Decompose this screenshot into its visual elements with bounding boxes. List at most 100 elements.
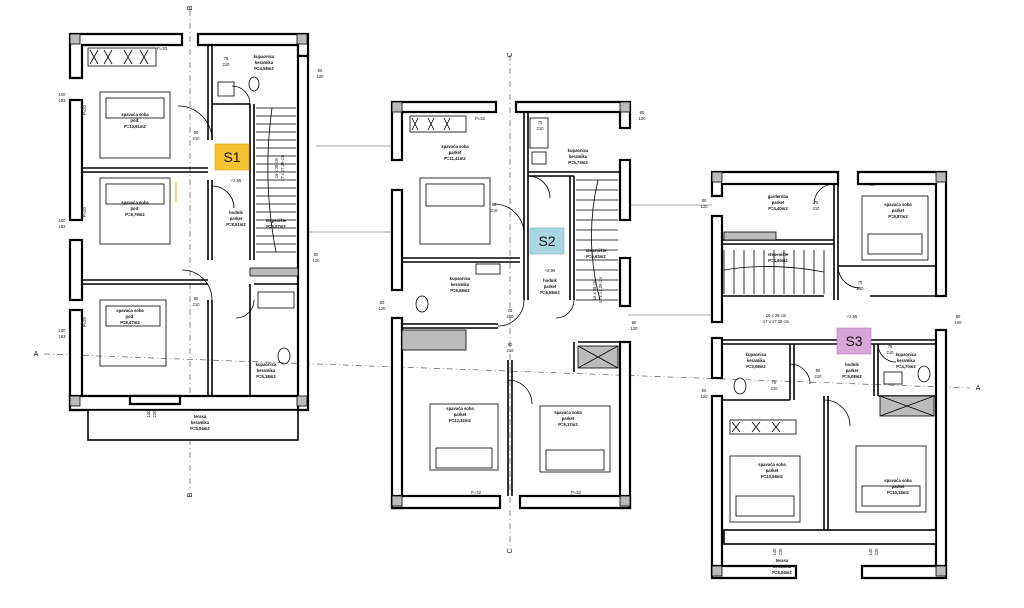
svg-text:P=6,58m2: P=6,58m2 bbox=[540, 290, 560, 295]
room-label-s2-bed3: spavaća soba parket P=9,17m2 bbox=[554, 410, 582, 427]
svg-text:P=5,04m2: P=5,04m2 bbox=[190, 426, 210, 431]
room-label-s1-bath2: kupaonica keramika P=5,18m2 bbox=[256, 362, 277, 379]
svg-text:P=32: P=32 bbox=[471, 490, 482, 495]
svg-text:80: 80 bbox=[702, 388, 707, 393]
svg-text:kupaonica: kupaonica bbox=[254, 54, 275, 59]
svg-text:193: 193 bbox=[59, 334, 67, 339]
svg-text:16 x 28 cm: 16 x 28 cm bbox=[766, 313, 787, 318]
svg-text:spavaća soba: spavaća soba bbox=[884, 202, 912, 207]
svg-text:spavaća soba: spavaća soba bbox=[554, 410, 582, 415]
unit-tag-s3-label: S3 bbox=[845, 333, 862, 349]
svg-text:keramika: keramika bbox=[773, 564, 792, 569]
svg-text:P=8,51m2: P=8,51m2 bbox=[226, 222, 246, 227]
room-label-s1-bath1: kupaonica keramika P=4,58m2 bbox=[254, 54, 275, 71]
svg-text:100: 100 bbox=[59, 92, 67, 97]
svg-text:P=9,87m2: P=9,87m2 bbox=[888, 214, 908, 219]
svg-text:terasa: terasa bbox=[194, 414, 207, 419]
room-label-s1-terrace: terasa keramika P=5,04m2 bbox=[190, 414, 210, 431]
svg-text:garderoba: garderoba bbox=[768, 194, 789, 199]
axis-label-c-bottom: C bbox=[507, 548, 514, 553]
svg-text:kupaonica: kupaonica bbox=[746, 352, 767, 357]
svg-text:210: 210 bbox=[857, 286, 865, 291]
svg-text:parket: parket bbox=[562, 416, 575, 421]
svg-text:P=9,17m2: P=9,17m2 bbox=[558, 422, 578, 427]
svg-text:210: 210 bbox=[491, 208, 499, 213]
room-label-s3-bed3: spavaća soba parket P=10,18m2 bbox=[884, 478, 912, 495]
room-label-s1-bed3: spavaća soba pod: P=8,47m2 bbox=[116, 308, 144, 325]
svg-text:P=6,63m2: P=6,63m2 bbox=[586, 254, 606, 259]
svg-text:spavaća soba: spavaća soba bbox=[441, 144, 469, 149]
axis-label-a-right: A bbox=[976, 385, 981, 392]
svg-text:keramika: keramika bbox=[191, 420, 210, 425]
svg-text:spavaća soba: spavaća soba bbox=[446, 406, 474, 411]
svg-text:parket: parket bbox=[766, 468, 779, 473]
unit-tag-s1-label: S1 bbox=[223, 149, 240, 165]
svg-text:210: 210 bbox=[815, 374, 823, 379]
stair-note-s1: 16 x 28 cm 17 x 17,35 cm bbox=[274, 154, 285, 181]
room-label-s1-hall: hodnik parket P=8,51m2 bbox=[226, 210, 246, 227]
svg-text:P=4,58m2: P=4,58m2 bbox=[254, 66, 274, 71]
svg-text:kupaonica: kupaonica bbox=[568, 148, 589, 153]
room-label-s2-bed1: spavaća soba parket P=11,41m2 bbox=[441, 144, 469, 161]
room-label-s2-hall: hodnik parket P=6,58m2 bbox=[540, 278, 560, 295]
svg-text:P=10,58m2: P=10,58m2 bbox=[761, 474, 783, 479]
room-label-s2-bath1: kupaonica keramika P=5,73m2 bbox=[568, 148, 589, 165]
level-mark-s3: +2,95 bbox=[847, 314, 858, 319]
svg-text:pod:: pod: bbox=[130, 206, 139, 211]
svg-text:spavaća soba: spavaća soba bbox=[884, 478, 912, 483]
axis-label-b-bottom: B bbox=[187, 492, 194, 497]
svg-text:P=20: P=20 bbox=[82, 104, 87, 115]
axis-label-a-left: A bbox=[34, 351, 39, 358]
svg-text:140: 140 bbox=[772, 548, 777, 556]
svg-text:90: 90 bbox=[194, 296, 199, 301]
unit-tag-s3: S3 bbox=[836, 327, 872, 355]
svg-text:16 x 28 cm: 16 x 28 cm bbox=[592, 279, 597, 300]
svg-text:75: 75 bbox=[508, 308, 513, 313]
svg-text:P=4,70m2: P=4,70m2 bbox=[896, 364, 916, 369]
svg-text:kupaonica: kupaonica bbox=[256, 362, 277, 367]
svg-text:P=6,08m2: P=6,08m2 bbox=[842, 374, 862, 379]
unit-s3-plan bbox=[710, 170, 948, 580]
svg-text:pod:: pod: bbox=[130, 118, 139, 123]
svg-text:P=30: P=30 bbox=[157, 46, 168, 51]
svg-text:hodnik: hodnik bbox=[845, 362, 859, 367]
svg-text:P=12,32m2: P=12,32m2 bbox=[449, 418, 471, 423]
unit-tag-s1: S1 bbox=[214, 143, 250, 171]
svg-text:90: 90 bbox=[194, 130, 199, 135]
svg-text:P=32: P=32 bbox=[475, 116, 486, 121]
svg-text:80: 80 bbox=[632, 320, 637, 325]
svg-text:120: 120 bbox=[701, 394, 709, 399]
svg-text:75: 75 bbox=[224, 56, 229, 61]
svg-text:17 x 17,35 cm: 17 x 17,35 cm bbox=[280, 154, 285, 181]
svg-text:terasa: terasa bbox=[776, 558, 789, 563]
svg-text:P=20: P=20 bbox=[82, 206, 87, 217]
svg-text:P=6,08m2: P=6,08m2 bbox=[450, 288, 470, 293]
svg-text:120: 120 bbox=[379, 306, 387, 311]
svg-text:pod:: pod: bbox=[125, 314, 134, 319]
svg-text:210: 210 bbox=[771, 386, 779, 391]
unit-tag-s2-label: S2 bbox=[538, 233, 555, 249]
svg-text:hodnik: hodnik bbox=[229, 210, 243, 215]
svg-text:stepenište: stepenište bbox=[586, 248, 607, 253]
svg-text:75: 75 bbox=[888, 344, 893, 349]
svg-text:P=5,73m2: P=5,73m2 bbox=[568, 160, 588, 165]
svg-text:P=3,08m2: P=3,08m2 bbox=[746, 364, 766, 369]
svg-text:210: 210 bbox=[507, 314, 515, 319]
svg-text:80: 80 bbox=[380, 300, 385, 305]
svg-text:80: 80 bbox=[318, 68, 323, 73]
svg-text:193: 193 bbox=[59, 224, 67, 229]
svg-text:P=8,47m2: P=8,47m2 bbox=[120, 320, 140, 325]
svg-text:parket: parket bbox=[846, 368, 859, 373]
room-label-s1-bed2: spavaća soba pod: P=8,79m2 bbox=[121, 200, 149, 217]
svg-text:spavaća soba: spavaća soba bbox=[121, 200, 149, 205]
svg-text:keramika: keramika bbox=[569, 154, 588, 159]
svg-text:17 x 17,35 cm: 17 x 17,35 cm bbox=[598, 276, 603, 303]
svg-text:P=10,18m2: P=10,18m2 bbox=[887, 490, 909, 495]
svg-text:80: 80 bbox=[702, 198, 707, 203]
svg-text:stepenište: stepenište bbox=[768, 252, 789, 257]
svg-text:210: 210 bbox=[813, 206, 821, 211]
svg-text:P=5,04m2: P=5,04m2 bbox=[772, 570, 792, 575]
svg-text:16 x 28 cm: 16 x 28 cm bbox=[274, 157, 279, 178]
svg-text:parket: parket bbox=[449, 150, 462, 155]
